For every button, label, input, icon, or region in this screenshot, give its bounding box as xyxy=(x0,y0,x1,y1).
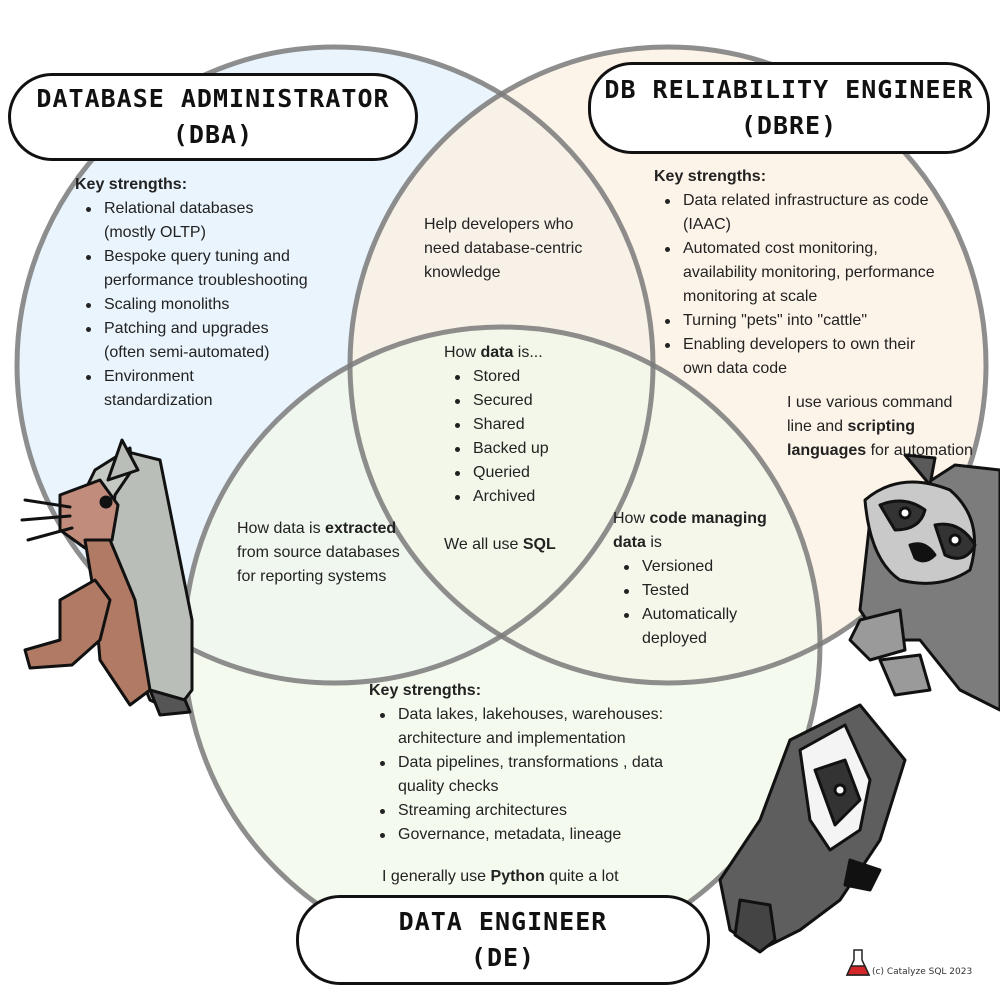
center-item: Shared xyxy=(455,413,604,437)
de-circle xyxy=(184,327,820,963)
badger-icon xyxy=(718,703,907,954)
dbre-de-item: Tested xyxy=(624,579,803,603)
cat-icon xyxy=(20,438,194,717)
flask-icon xyxy=(845,949,871,976)
center-item: Queried xyxy=(455,461,604,485)
sql-text: We all use SQL xyxy=(444,536,556,553)
dbre-de-overlap-text: How code managing data is Versioned Test… xyxy=(613,507,803,651)
raccoon-icon xyxy=(848,453,1000,712)
dba-strength-item: Bespoke query tuning and performance tro… xyxy=(86,245,319,293)
dbre-scripting-text: I use various command line and scripting… xyxy=(787,394,973,459)
dba-strength-item: Environment standardization xyxy=(86,365,224,413)
dbre-strength-item: Data related infrastructure as code (IAA… xyxy=(665,189,968,237)
dbre-title-box: DB RELIABILITY ENGINEER (DBRE) xyxy=(588,62,990,154)
center-item: Backed up xyxy=(455,437,604,461)
dba-title-box: DATABASE ADMINISTRATOR (DBA) xyxy=(8,73,418,161)
de-strengths: Key strengths: Data lakes, lakehouses, w… xyxy=(369,679,699,847)
circle-fills xyxy=(17,47,986,963)
de-title-box: DATA ENGINEER (DE) xyxy=(296,895,710,985)
dba-strengths: Key strengths: Relational databases (mos… xyxy=(75,173,345,413)
dba-dbre-overlap-text: Help developers who need database-centri… xyxy=(424,216,583,281)
dba-strengths-heading: Key strengths: xyxy=(75,176,188,193)
center-overlap-text: How data is... Stored Secured Shared Bac… xyxy=(444,341,604,557)
dbre-title-line2: (DBRE) xyxy=(740,111,838,140)
dba-strength-item: Patching and upgrades (often semi-automa… xyxy=(86,317,294,365)
dba-de-overlap-text: How data is extracted from source databa… xyxy=(237,520,400,585)
de-strength-item: Data pipelines, transformations , data q… xyxy=(380,751,693,799)
dbre-de-item: Versioned xyxy=(624,555,803,579)
dba-strength-item: Relational databases (mostly OLTP) xyxy=(86,197,284,245)
center-item: Archived xyxy=(455,485,604,509)
dba-strength-item: Scaling monoliths xyxy=(86,293,345,317)
dbre-strengths: Key strengths: Data related infrastructu… xyxy=(654,165,974,381)
center-item: Secured xyxy=(455,389,604,413)
dbre-de-item: Automatically deployed xyxy=(624,603,762,651)
de-strengths-heading: Key strengths: xyxy=(369,682,482,699)
dbre-strengths-heading: Key strengths: xyxy=(654,168,767,185)
de-python-text: I generally use Python quite a lot xyxy=(382,868,619,885)
de-strength-item: Data lakes, lakehouses, warehouses: arch… xyxy=(380,703,693,751)
de-title-line1: DATA ENGINEER xyxy=(398,907,608,936)
dbre-title-line1: DB RELIABILITY ENGINEER xyxy=(604,75,974,104)
de-title-line2: (DE) xyxy=(470,943,536,972)
dbre-strength-item: Enabling developers to own their own dat… xyxy=(665,333,948,381)
dbre-strength-item: Automated cost monitoring, availability … xyxy=(665,237,941,309)
dba-title-line1: DATABASE ADMINISTRATOR xyxy=(36,84,390,113)
center-item: Stored xyxy=(455,365,604,389)
copyright-text: (c) Catalyze SQL 2023 xyxy=(872,967,973,977)
dbre-strength-item: Turning "pets" into "cattle" xyxy=(665,309,974,333)
dba-title-line2: (DBA) xyxy=(172,120,254,149)
de-strength-item: Governance, metadata, lineage xyxy=(380,823,699,847)
de-strength-item: Streaming architectures xyxy=(380,799,699,823)
